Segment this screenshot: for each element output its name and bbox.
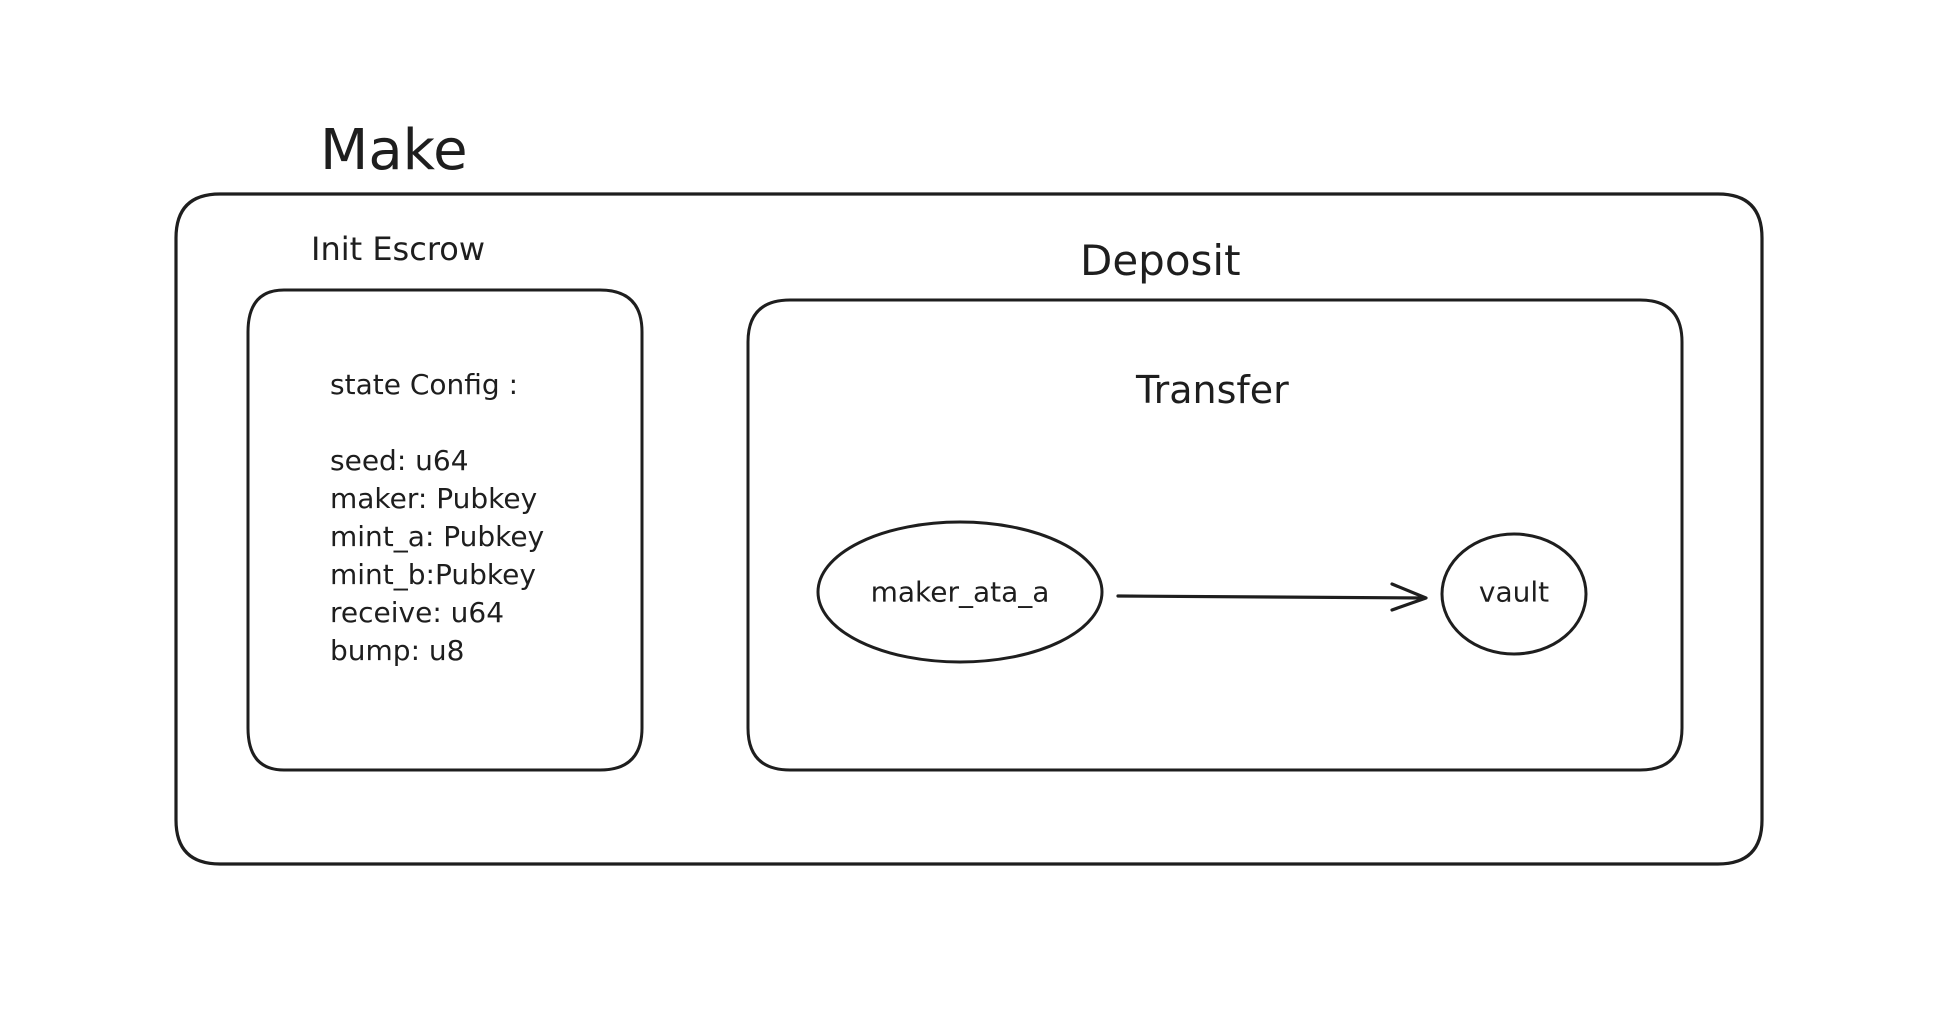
maker-ata-a-node [816, 520, 1104, 664]
make-container [174, 192, 1764, 866]
deposit-title: Deposit [1080, 236, 1241, 285]
maker-ata-a-label: maker_ata_a [870, 575, 1050, 609]
diagram-title: Make [320, 118, 468, 183]
vault-label: vault [1478, 575, 1550, 609]
config-field: mint_a: Pubkey [330, 520, 545, 553]
vault-node [1440, 532, 1588, 656]
transfer-arrowhead-icon [1390, 582, 1428, 612]
init-escrow-title: Init Escrow [311, 230, 486, 268]
config-field: maker: Pubkey [330, 482, 538, 515]
deposit-box [746, 298, 1684, 772]
config-field: bump: u8 [330, 634, 465, 667]
transfer-title: Transfer [1136, 368, 1289, 412]
init-escrow-box [246, 288, 644, 772]
state-config-block: state Config : seed: u64 maker: Pubkey m… [330, 366, 544, 670]
config-field: receive: u64 [330, 596, 505, 629]
state-config-heading: state Config : [330, 368, 519, 401]
config-field: mint_b:Pubkey [330, 558, 536, 591]
config-field: seed: u64 [330, 444, 469, 477]
transfer-arrow-line [1116, 594, 1426, 600]
